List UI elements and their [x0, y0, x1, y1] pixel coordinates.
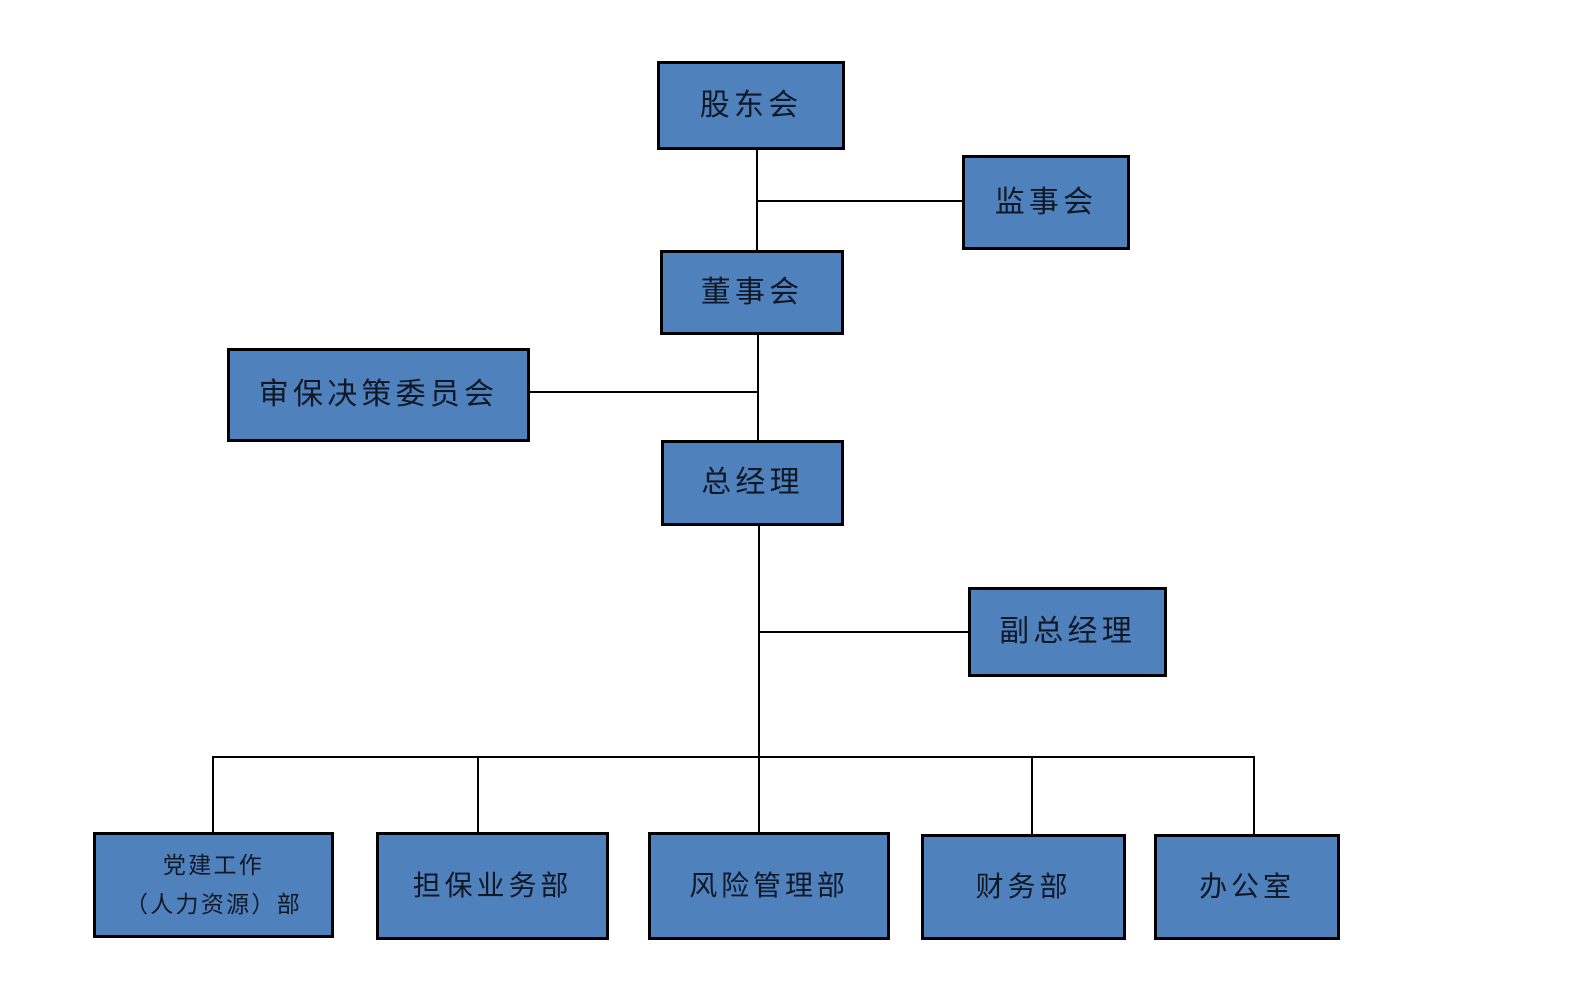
org-node-board-label: 董事会 [700, 275, 804, 309]
org-node-shareholders: 股东会 [657, 61, 845, 150]
org-node-guarantee-business: 担保业务部 [376, 832, 609, 940]
org-node-finance-label: 财务部 [975, 871, 1072, 903]
org-node-office: 办公室 [1154, 834, 1340, 940]
org-node-guarantee-business-label: 担保业务部 [412, 870, 573, 902]
org-node-risk-management: 风险管理部 [648, 832, 890, 940]
org-node-risk-management-label: 风险管理部 [689, 870, 849, 902]
connector-board-general-manager [757, 335, 759, 441]
connector-general-manager-trunk [758, 526, 760, 833]
org-node-supervisors: 监事会 [962, 155, 1130, 250]
org-node-board: 董事会 [660, 250, 844, 335]
connector-drop-office [1253, 757, 1255, 835]
org-node-supervisors-label: 监事会 [994, 185, 1098, 219]
org-node-finance: 财务部 [921, 834, 1126, 940]
connector-branch-guarantee-committee [530, 391, 759, 393]
org-node-general-manager-label: 总经理 [701, 466, 804, 500]
connector-departments-bus [212, 756, 1255, 758]
org-node-general-manager: 总经理 [661, 440, 844, 526]
connector-drop-finance [1031, 757, 1033, 835]
org-node-guarantee-committee: 审保决策委员会 [227, 348, 530, 442]
org-node-shareholders-label: 股东会 [699, 88, 803, 122]
org-node-party-building: 党建工作 （人力资源）部 [93, 832, 334, 938]
connector-drop-party-building [212, 757, 214, 833]
org-node-deputy-general-manager: 副总经理 [968, 587, 1167, 677]
org-node-deputy-general-manager-label: 副总经理 [999, 615, 1136, 649]
connector-branch-deputy-general-manager [759, 631, 968, 633]
org-node-party-building-label-line2: （人力资源）部 [124, 892, 303, 917]
org-node-party-building-label-line1: 党建工作 [162, 852, 265, 878]
org-node-office-label: 办公室 [1199, 871, 1295, 903]
connector-branch-supervisors [757, 200, 963, 202]
connector-drop-guarantee-business [477, 757, 479, 833]
org-node-guarantee-committee-label: 审保决策委员会 [258, 378, 499, 412]
